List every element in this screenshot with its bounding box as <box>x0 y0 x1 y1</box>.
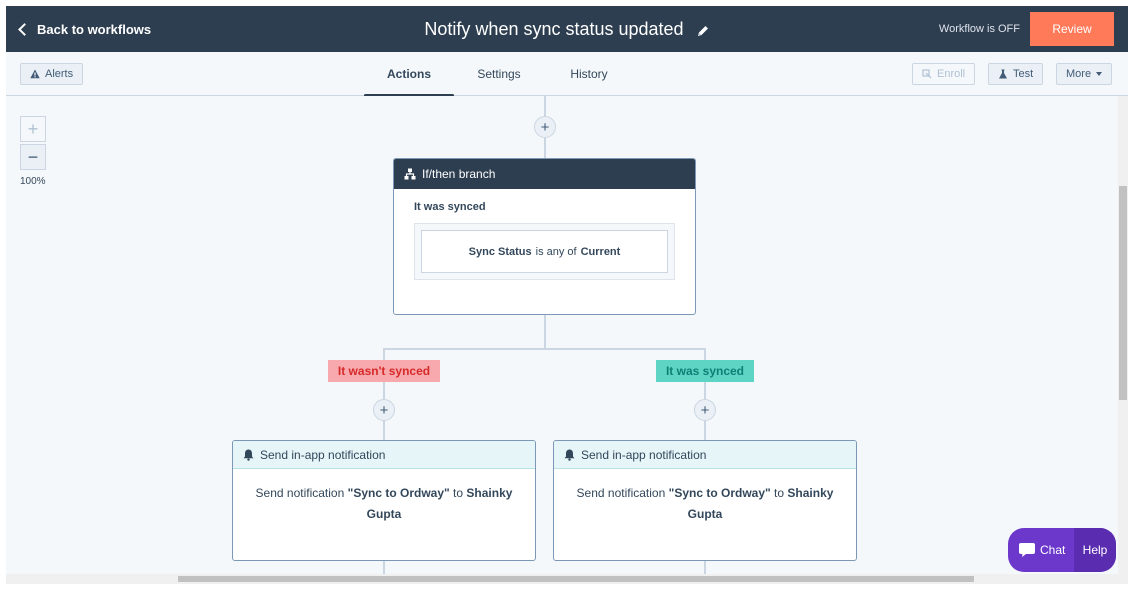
notification-action-card-left[interactable]: Send in-app notification Send notificati… <box>232 440 536 561</box>
workflow-title-area: Notify when sync status updated <box>6 6 1128 52</box>
branch-card-body: It was synced Sync Status is any of Curr… <box>394 189 695 292</box>
connector-line <box>383 348 706 350</box>
connector-line <box>544 315 546 349</box>
enroll-label: Enroll <box>937 68 966 80</box>
warning-icon <box>30 69 40 79</box>
tab-actions[interactable]: Actions <box>364 52 454 97</box>
branch-icon <box>404 168 416 180</box>
pencil-icon[interactable] <box>696 22 710 36</box>
horizontal-scroll-thumb[interactable] <box>178 576 974 582</box>
test-label: Test <box>1013 68 1034 80</box>
connector-line <box>704 348 706 440</box>
tab-bar: Actions Settings History <box>364 52 634 97</box>
notification-prefix: Send notification <box>576 486 666 500</box>
back-to-workflows-link[interactable]: Back to workflows <box>18 6 152 52</box>
vertical-scrollbar[interactable] <box>1118 96 1128 584</box>
chevron-left-icon <box>18 23 31 36</box>
help-button[interactable]: Help <box>1074 528 1116 572</box>
notification-card-body: Send notification "Sync to Ordway" to Sh… <box>554 469 856 539</box>
workflow-canvas[interactable]: + − 100% + If/then branch It was synced … <box>6 96 1128 584</box>
workflow-status: Workflow is OFF <box>938 23 1020 35</box>
connector-line <box>383 348 385 440</box>
bell-icon <box>243 449 254 461</box>
chat-label: Chat <box>1040 543 1066 557</box>
add-action-button-left[interactable]: + <box>373 399 395 421</box>
branch-action-card[interactable]: If/then branch It was synced Sync Status… <box>393 158 696 315</box>
connector-line <box>383 561 385 584</box>
alerts-button[interactable]: Alerts <box>20 63 84 85</box>
no-branch-label: It wasn't synced <box>328 360 440 382</box>
notification-recipient: Shainky Gupta <box>366 486 513 521</box>
back-label: Back to workflows <box>37 21 152 37</box>
chat-bubble-icon <box>1019 543 1035 557</box>
enroll-button[interactable]: Enroll <box>912 63 976 85</box>
vertical-scroll-thumb[interactable] <box>1119 186 1127 400</box>
horizontal-scrollbar[interactable] <box>6 574 1118 584</box>
condition-value: Current <box>580 245 621 258</box>
notification-to: to <box>453 486 464 500</box>
branch-card-title: If/then branch <box>422 167 496 181</box>
branch-card-header: If/then branch <box>394 159 695 189</box>
toolbar: Alerts Actions Settings History Enroll T… <box>6 52 1128 97</box>
condition-operator: is any of <box>535 245 577 258</box>
caret-down-icon <box>1096 72 1103 76</box>
zoom-in-button[interactable]: + <box>20 116 46 142</box>
notification-to: to <box>774 486 785 500</box>
flask-icon <box>999 69 1007 79</box>
more-label: More <box>1066 68 1092 80</box>
yes-branch-label: It was synced <box>656 360 754 382</box>
workflow-title[interactable]: Notify when sync status updated <box>424 18 684 39</box>
add-action-button-right[interactable]: + <box>694 399 716 421</box>
condition-property: Sync Status <box>468 245 532 258</box>
alerts-label: Alerts <box>45 68 74 80</box>
connector-line <box>704 561 706 584</box>
notification-card-title: Send in-app notification <box>260 447 386 462</box>
zoom-out-button[interactable]: − <box>20 144 46 170</box>
condition-title: It was synced <box>414 201 486 213</box>
chat-widget[interactable]: Chat Help <box>1008 528 1116 572</box>
notification-prefix: Send notification <box>255 486 345 500</box>
notification-card-title: Send in-app notification <box>581 447 707 462</box>
notification-action-card-right[interactable]: Send in-app notification Send notificati… <box>553 440 857 561</box>
condition-group: Sync Status is any of Current <box>414 223 675 280</box>
workflow-editor: Back to workflows Notify when sync statu… <box>6 6 1128 584</box>
notification-card-header: Send in-app notification <box>233 441 535 469</box>
review-button[interactable]: Review <box>1030 12 1114 46</box>
notification-card-header: Send in-app notification <box>554 441 856 469</box>
top-bar: Back to workflows Notify when sync statu… <box>6 6 1128 52</box>
more-dropdown[interactable]: More <box>1056 63 1113 85</box>
notification-recipient: Shainky Gupta <box>687 486 834 521</box>
tab-settings[interactable]: Settings <box>477 67 521 81</box>
chat-button[interactable]: Chat <box>1008 528 1074 572</box>
bell-icon <box>564 449 575 461</box>
condition-filter: Sync Status is any of Current <box>421 230 668 273</box>
notification-card-body: Send notification "Sync to Ordway" to Sh… <box>233 469 535 539</box>
test-button[interactable]: Test <box>988 63 1044 85</box>
notification-name: "Sync to Ordway" <box>668 486 771 500</box>
zoom-level: 100% <box>20 176 46 187</box>
tab-history[interactable]: History <box>570 67 608 81</box>
add-action-button[interactable]: + <box>534 116 556 138</box>
notification-name: "Sync to Ordway" <box>347 486 450 500</box>
enroll-icon <box>922 69 932 79</box>
